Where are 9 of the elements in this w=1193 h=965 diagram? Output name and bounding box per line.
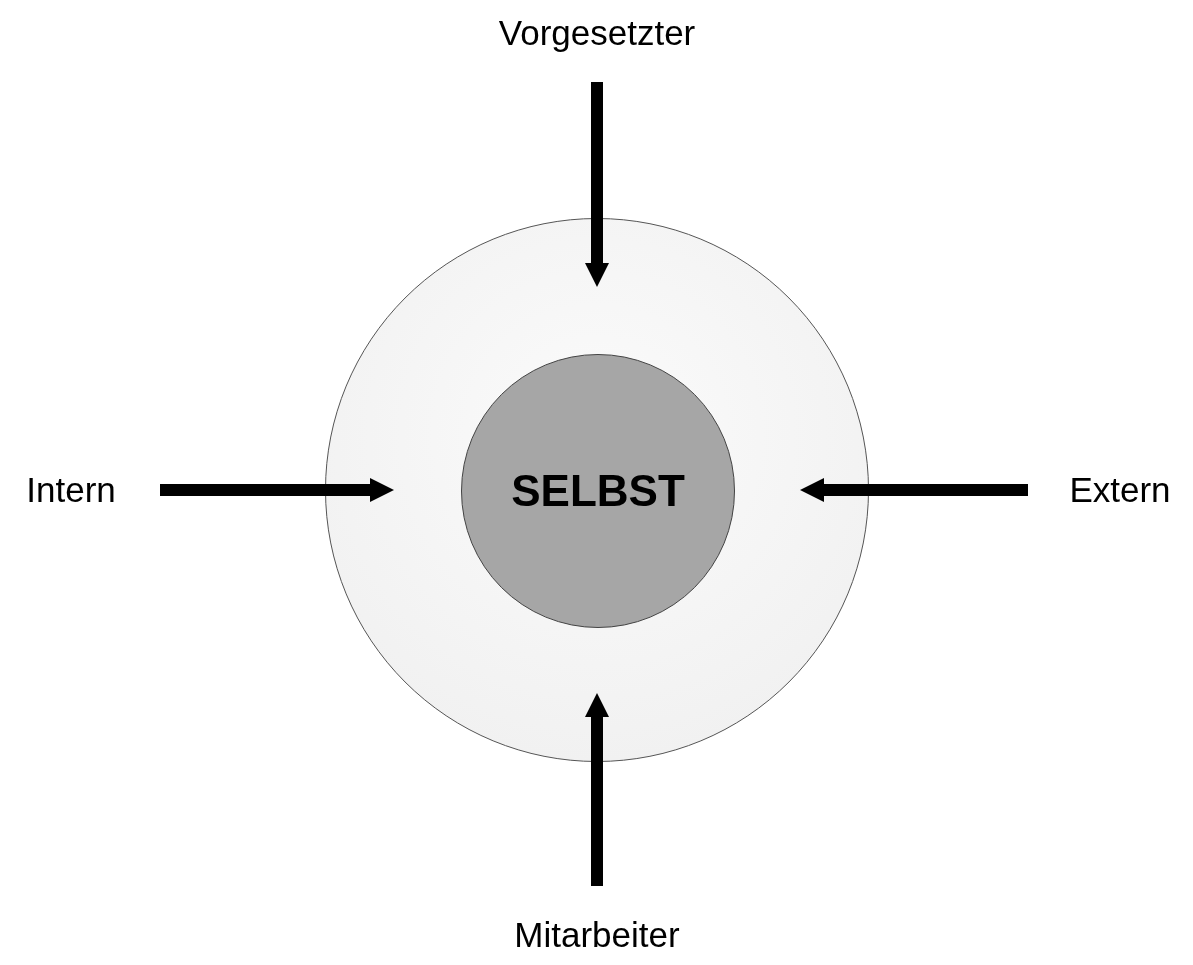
source-label: Extern	[1069, 470, 1171, 510]
source-label: Mitarbeiter	[514, 915, 680, 955]
arrow	[585, 82, 609, 287]
arrow	[800, 478, 1028, 502]
source-label: Intern	[26, 470, 116, 510]
arrow	[585, 693, 609, 886]
source-label: Vorgesetzter	[498, 13, 696, 53]
center-label: SELBST	[511, 466, 685, 516]
arrow	[160, 478, 394, 502]
